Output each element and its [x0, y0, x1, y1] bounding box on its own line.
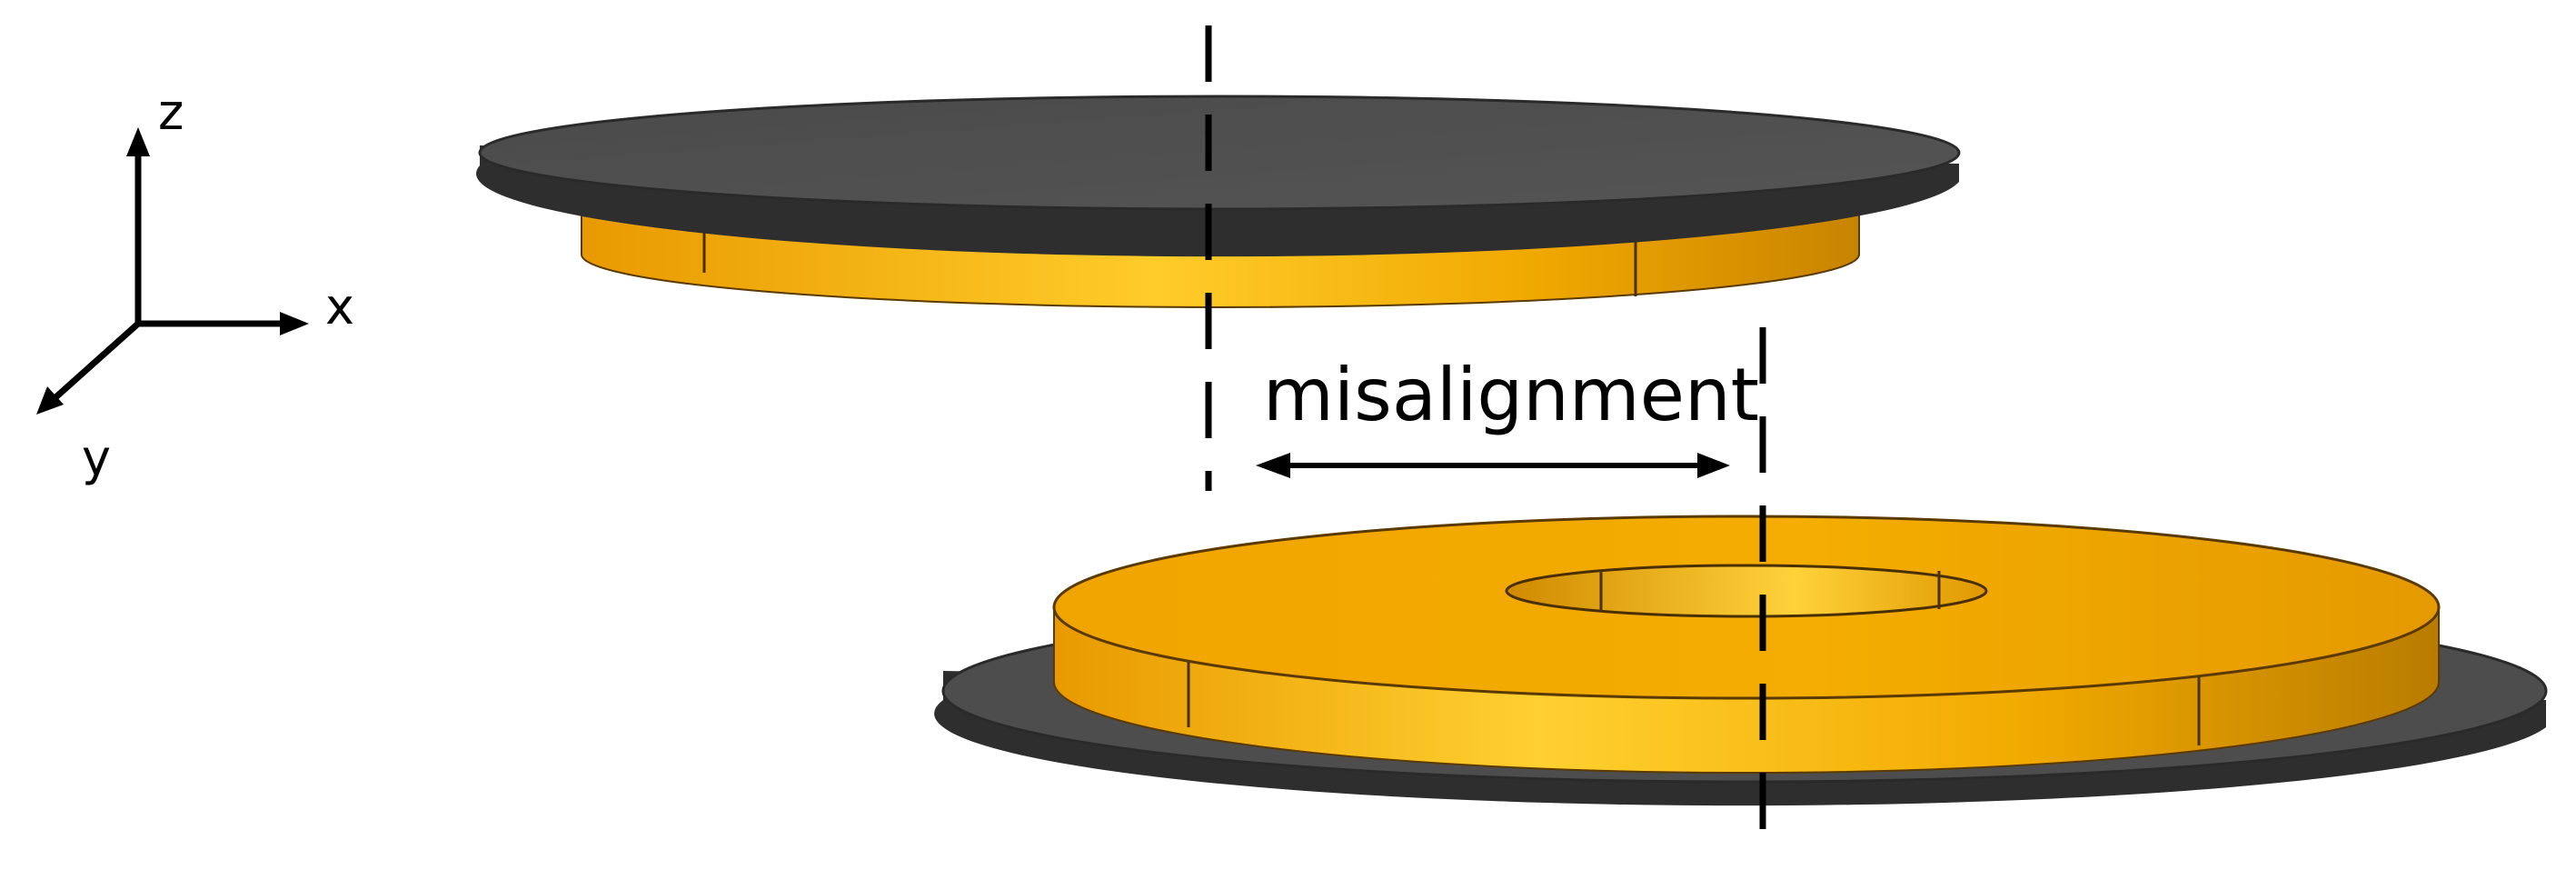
x-axis-label: x: [325, 278, 354, 335]
y-axis-label: y: [82, 429, 111, 486]
coordinate-axes: z x y: [36, 84, 354, 486]
misalignment-arrowhead-left: [1256, 453, 1290, 478]
y-axis-arrowhead: [36, 386, 64, 415]
y-axis-arrow: [50, 321, 141, 403]
lower-coil-center-hole: [1505, 564, 1988, 618]
z-axis-label: z: [158, 84, 184, 141]
lower-coil-assembly: [934, 515, 2548, 806]
z-axis-arrowhead: [126, 127, 150, 156]
x-axis-arrowhead: [280, 312, 309, 335]
upper-ferrite-plate: [478, 95, 1961, 211]
misalignment-annotation: misalignment: [1256, 353, 1759, 478]
misalignment-arrowhead-right: [1697, 453, 1730, 478]
upper-coil-assembly: [476, 95, 1961, 308]
misalignment-label: misalignment: [1263, 353, 1759, 437]
